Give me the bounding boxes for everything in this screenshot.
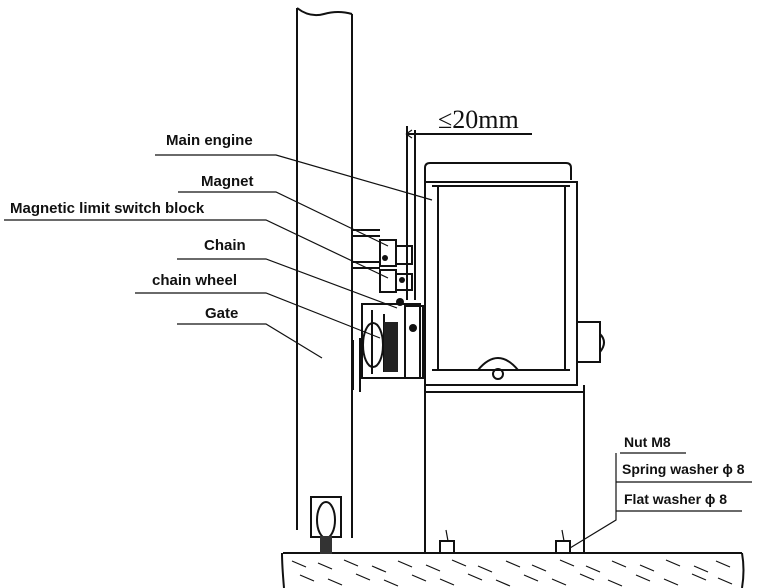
label-main-engine: Main engine <box>155 132 433 201</box>
label-limit-switch: Magnetic limit switch block <box>4 200 389 279</box>
magnet-label: Magnet <box>201 173 254 190</box>
gate-label: Gate <box>205 305 238 322</box>
label-flat-washer: Flat washer ϕ 8 <box>616 491 742 512</box>
nut-label: Nut M8 <box>624 434 671 450</box>
label-nut: Nut M8 <box>569 434 686 549</box>
ground <box>281 552 745 588</box>
label-chain: Chain <box>177 237 398 309</box>
magnet-assembly <box>379 239 413 293</box>
main-engine-label: Main engine <box>166 132 253 149</box>
label-spring-washer: Spring washer ϕ 8 <box>616 461 752 483</box>
chain-wheel-label: chain wheel <box>152 272 237 289</box>
chain-wheel-assembly <box>361 298 424 379</box>
spring-washer-label: Spring washer ϕ 8 <box>622 461 745 477</box>
chain-label: Chain <box>204 237 246 254</box>
limit-switch-label: Magnetic limit switch block <box>10 200 205 217</box>
flat-washer-label: Flat washer ϕ 8 <box>624 491 727 507</box>
engine-base <box>424 385 585 554</box>
dimension-label: ≤20mm <box>438 105 519 134</box>
label-gate: Gate <box>177 305 323 359</box>
gate-post <box>296 7 353 538</box>
label-chain-wheel: chain wheel <box>135 272 381 339</box>
main-engine <box>424 162 605 386</box>
mounting-bracket <box>352 229 380 392</box>
label-magnet: Magnet <box>178 173 389 247</box>
gate-wheel <box>310 496 342 554</box>
dimension-marker: ≤20mm <box>405 105 532 300</box>
